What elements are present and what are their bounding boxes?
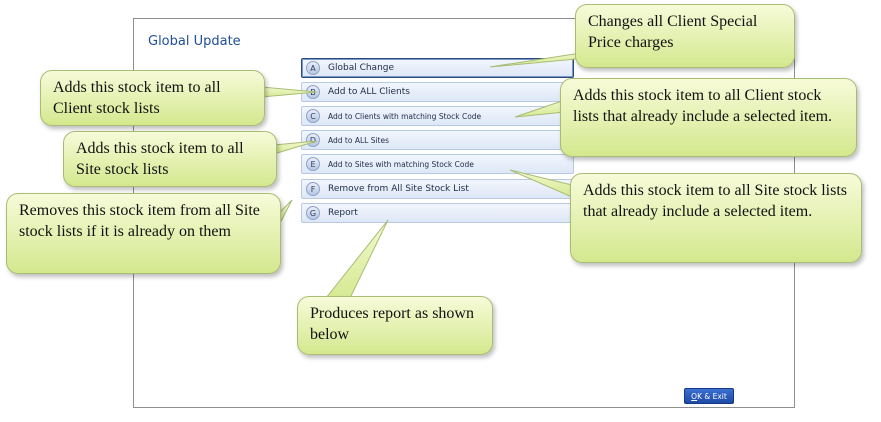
pointer-report: [324, 219, 389, 299]
report-button[interactable]: G Report: [301, 203, 574, 223]
ok-accel-key: O: [691, 391, 698, 401]
add-matching-clients-label: Add to Clients with matching Stock Code: [328, 111, 482, 121]
remove-site-stock-label: Remove from All Site Stock List: [328, 184, 469, 194]
add-all-clients-button[interactable]: B Add to ALL Clients: [301, 82, 574, 102]
callout-global-change: Changes all Client Special Price charges: [575, 4, 795, 68]
pointer-add-all-clients: [261, 86, 318, 98]
callout-add-matching-clients: Adds this stock item to all Client stock…: [560, 78, 857, 157]
callout-add-all-clients: Adds this stock item to all Client stock…: [40, 70, 265, 126]
callout-report: Produces report as shown below: [297, 296, 493, 355]
global-change-label: Global Change: [328, 63, 395, 73]
add-matching-sites-label: Add to Sites with matching Stock Code: [328, 159, 474, 169]
pointer-add-matching-clients: [514, 99, 566, 118]
callout-remove-site: Removes this stock item from all Site st…: [6, 193, 281, 274]
pointer-add-all-sites: [273, 140, 318, 155]
global-change-button[interactable]: A Global Change: [301, 58, 574, 78]
add-all-sites-label: Add to ALL Sites: [328, 135, 389, 145]
letter-g-icon: G: [306, 206, 320, 220]
callout-add-all-sites: Adds this stock item to all Site stock l…: [63, 131, 277, 187]
ok-exit-label: K & Exit: [697, 391, 727, 401]
remove-site-stock-button[interactable]: F Remove from All Site Stock List: [301, 179, 574, 199]
letter-c-icon: C: [306, 109, 320, 123]
add-all-clients-label: Add to ALL Clients: [328, 87, 410, 97]
report-label: Report: [328, 208, 358, 218]
add-matching-clients-button[interactable]: C Add to Clients with matching Stock Cod…: [301, 106, 574, 126]
letter-f-icon: F: [306, 182, 320, 196]
letter-a-icon: A: [306, 61, 320, 75]
pointer-add-matching-sites: [509, 169, 573, 198]
callout-add-matching-sites: Adds this stock item to all Site stock l…: [570, 173, 862, 263]
dialog-title: Global Update: [148, 34, 241, 49]
letter-e-icon: E: [306, 157, 320, 171]
add-matching-sites-button[interactable]: E Add to Sites with matching Stock Code: [301, 154, 574, 174]
